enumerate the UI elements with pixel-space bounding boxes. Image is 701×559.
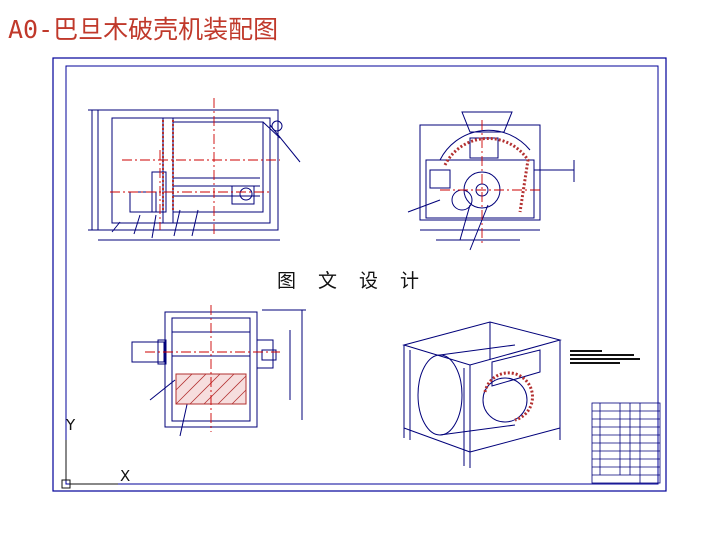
side-view-chain — [443, 137, 530, 213]
ucs-x-label: X — [120, 467, 131, 485]
top-view-centerlines — [145, 305, 280, 432]
watermark-text: 图 文 设 计 — [272, 262, 432, 296]
ucs-y-label: Y — [66, 416, 76, 434]
front-view-centerlines — [110, 98, 280, 236]
side-view — [407, 111, 575, 251]
top-view — [131, 309, 306, 437]
outer-frame — [52, 57, 667, 492]
front-view-chain — [162, 120, 174, 212]
isometric-view — [402, 321, 562, 468]
technical-notes — [570, 350, 640, 364]
inner-frame — [65, 65, 659, 485]
side-view-centerlines — [440, 120, 540, 245]
page-title: A0-巴旦木破壳机装配图 — [8, 15, 279, 44]
front-view — [88, 109, 301, 241]
title-block — [591, 402, 661, 484]
top-view-hatch-lines — [175, 373, 247, 405]
